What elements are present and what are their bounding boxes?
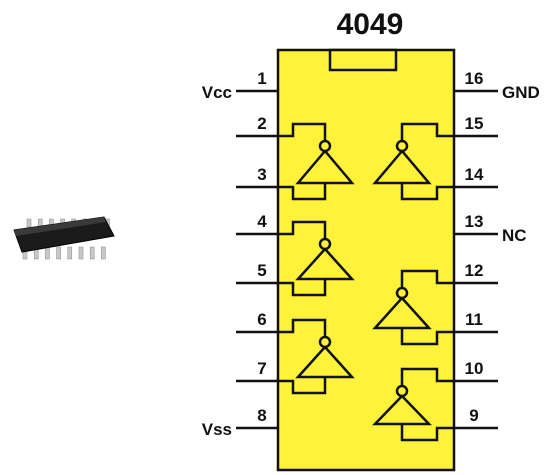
soic-16-package-icon (13, 216, 115, 260)
pin-number-1: 1 (257, 69, 266, 88)
gate-input-wire (278, 377, 327, 395)
pin-label-vcc: Vcc (202, 83, 232, 102)
inverter-triangle (372, 296, 432, 330)
pin-label-vss: Vss (202, 420, 232, 439)
inverter-gate-6 (372, 367, 454, 442)
gate-input-wire (400, 328, 454, 346)
pin-label-nc: NC (502, 226, 527, 245)
inverter-triangle (295, 149, 355, 185)
gate-input-wire (400, 424, 454, 442)
inverter-gate-4 (372, 122, 454, 201)
inverter-triangle (295, 345, 355, 379)
inverter-bubble (318, 237, 332, 251)
gate-output-wire (278, 318, 327, 337)
orientation-notch (328, 48, 398, 72)
pin-number-2: 2 (257, 114, 266, 133)
gate-output-wire (400, 367, 454, 386)
gate-output-wire (278, 122, 327, 141)
gate-input-wire (400, 183, 454, 201)
inverter-bubble (318, 139, 332, 153)
pin-number-8: 8 (257, 406, 266, 425)
pin-label-gnd: GND (502, 83, 540, 102)
inverter-gate-3 (278, 318, 355, 395)
pin-number-6: 6 (257, 310, 266, 329)
inverter-gate-5 (372, 269, 454, 346)
pin-number-12: 12 (465, 261, 484, 280)
inverter-bubble (395, 286, 409, 300)
pin-number-5: 5 (257, 261, 266, 280)
pin-number-16: 16 (465, 69, 484, 88)
gates-layer (278, 122, 454, 442)
gate-input-wire (278, 279, 327, 297)
pin-number-9: 9 (469, 406, 478, 425)
inverter-gate-1 (278, 122, 355, 201)
inverter-bubble (395, 384, 409, 398)
pin-number-14: 14 (465, 165, 484, 184)
chip-title: 4049 (337, 8, 404, 41)
ic-body (276, 48, 456, 472)
pin-number-11: 11 (465, 310, 483, 329)
inverter-triangle (372, 394, 432, 426)
gate-output-wire (400, 122, 454, 141)
pin-number-13: 13 (465, 212, 484, 231)
inverter-triangle (372, 149, 432, 185)
inverter-triangle (295, 247, 355, 281)
inverter-bubble (318, 335, 332, 349)
inverter-gate-2 (278, 220, 355, 297)
gate-output-wire (278, 220, 327, 239)
pin-number-10: 10 (465, 359, 484, 378)
pin-number-3: 3 (257, 165, 266, 184)
gate-input-wire (278, 183, 327, 201)
gate-output-wire (400, 269, 454, 288)
pin-number-15: 15 (465, 114, 484, 133)
pin-number-4: 4 (257, 212, 267, 231)
pin-number-7: 7 (257, 359, 266, 378)
inverter-bubble (395, 139, 409, 153)
